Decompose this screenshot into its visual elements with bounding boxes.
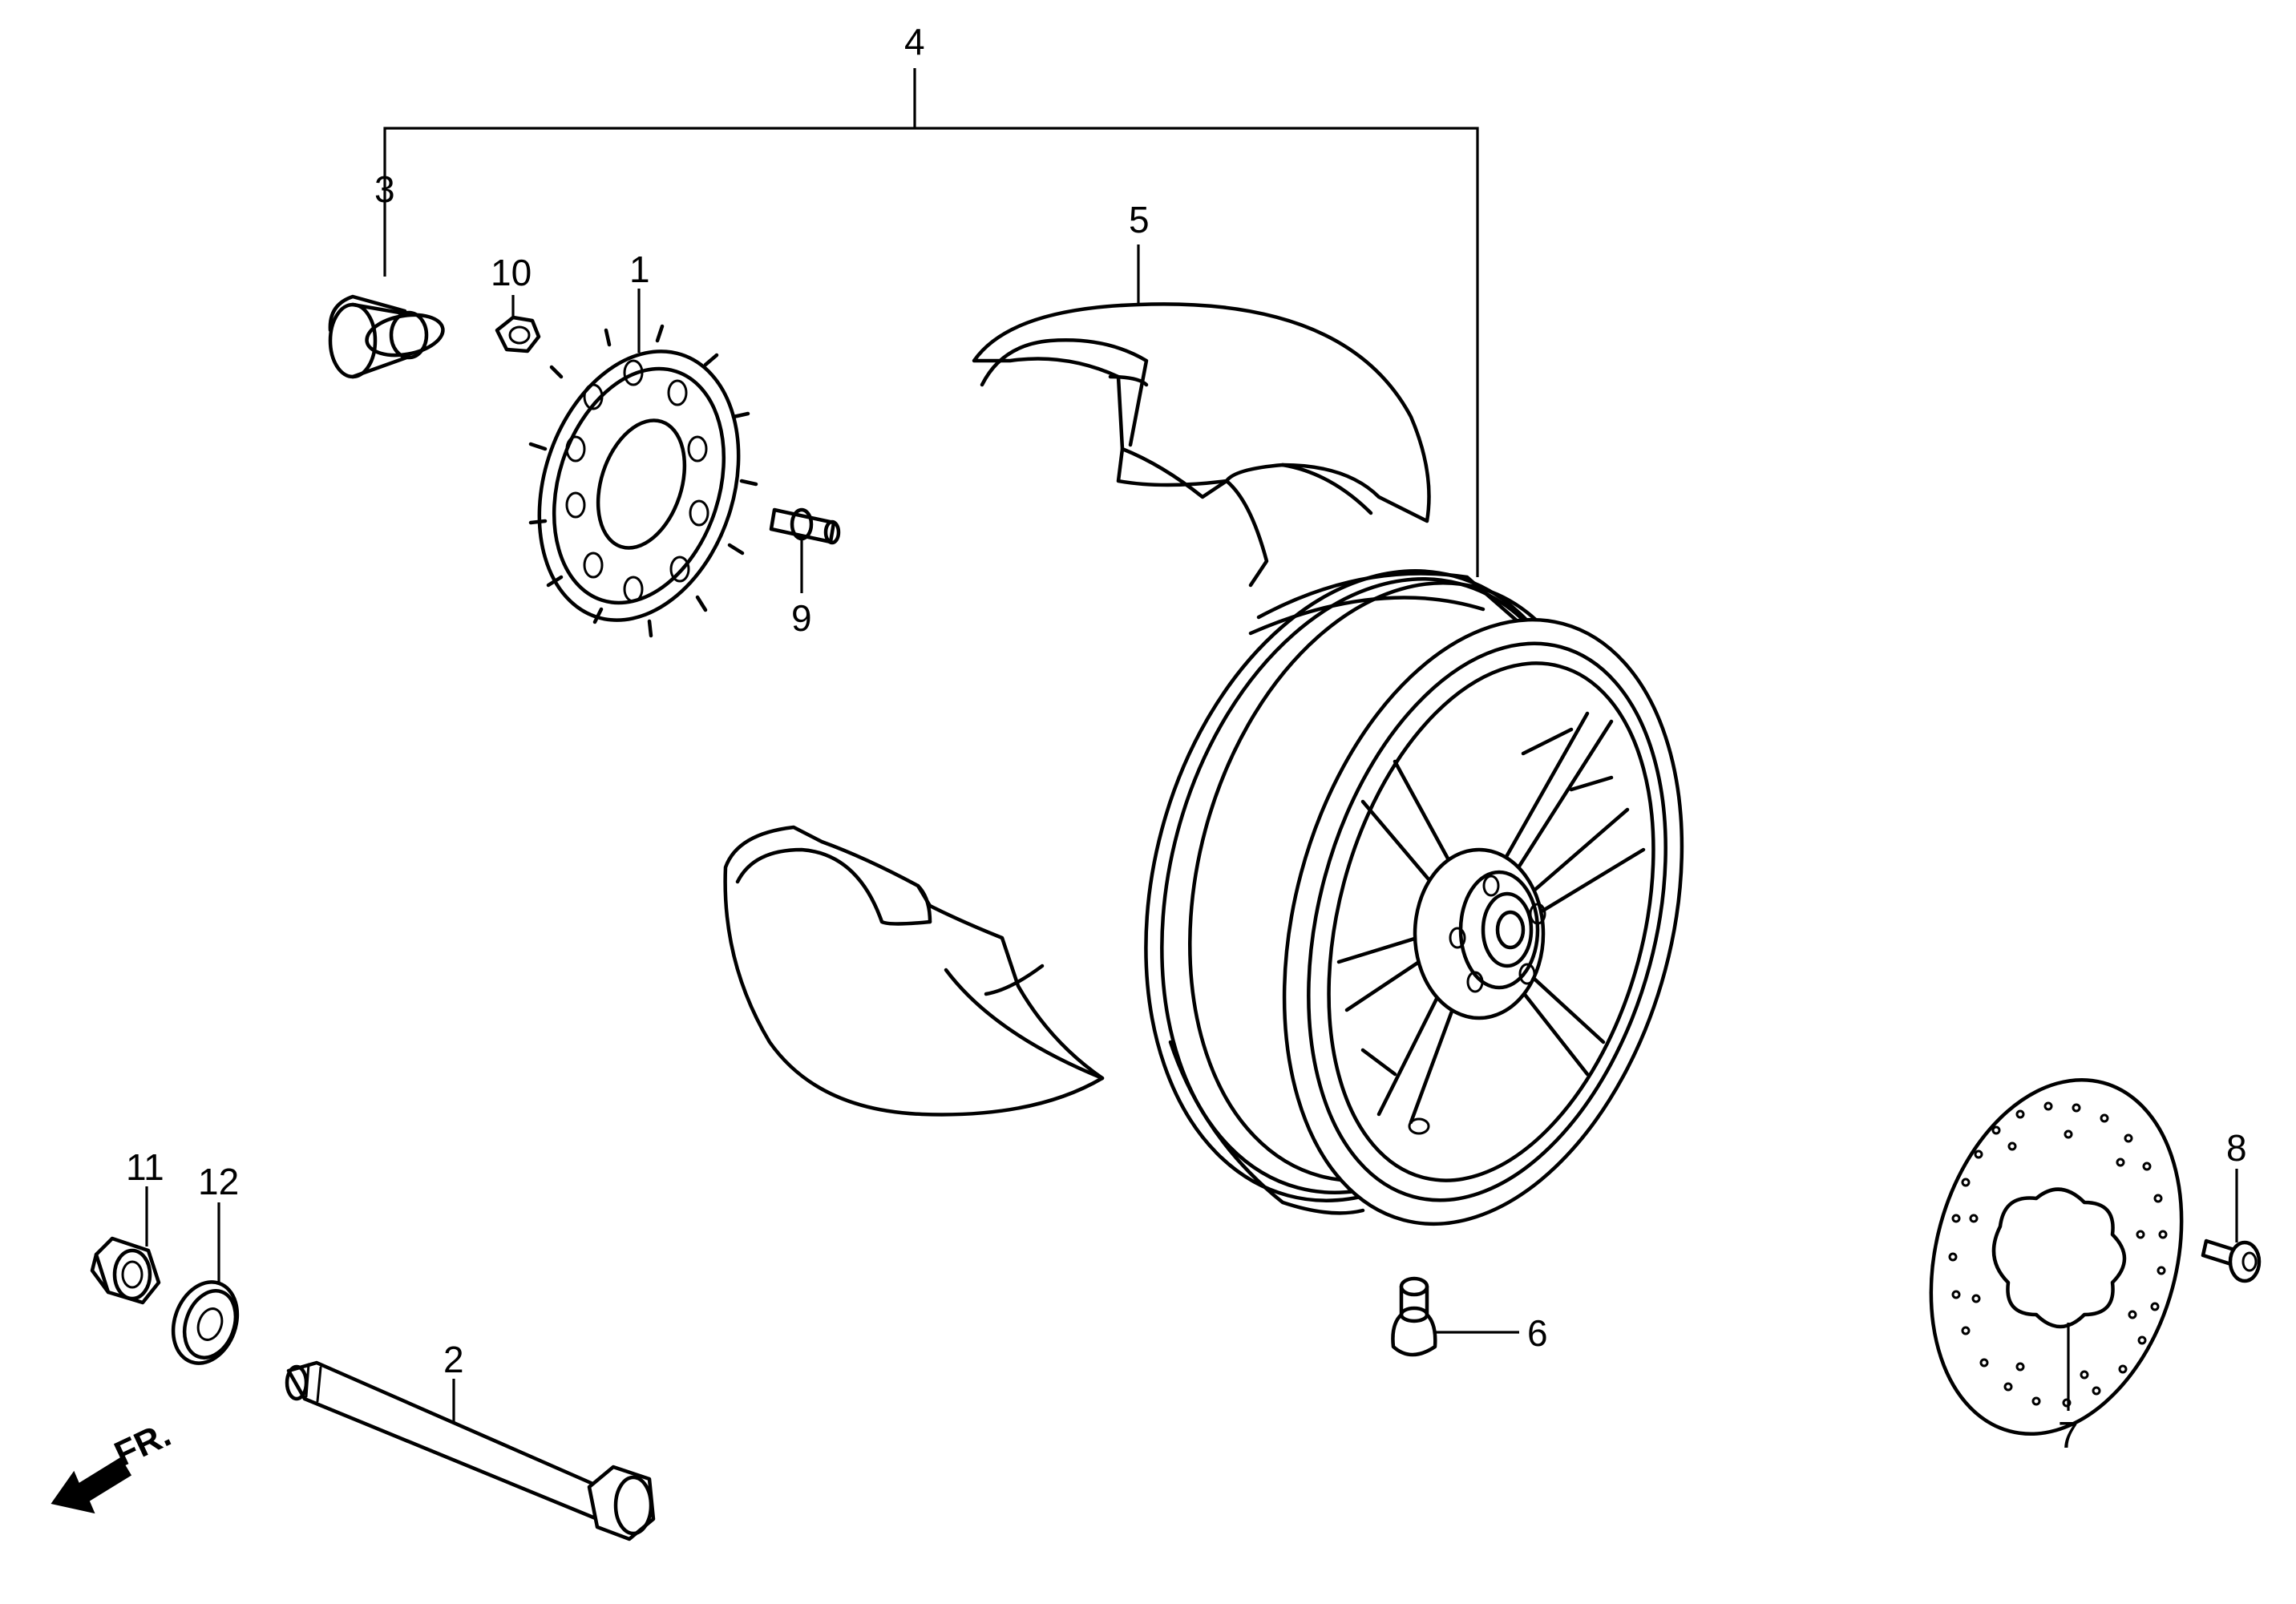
callout-1: 1 bbox=[629, 248, 650, 290]
callout-10: 10 bbox=[491, 252, 532, 293]
tire-lower-part[interactable] bbox=[723, 825, 1105, 1117]
wheel-rim-part[interactable] bbox=[1079, 520, 1745, 1269]
callout-9: 9 bbox=[791, 597, 812, 639]
callout-8: 8 bbox=[2226, 1127, 2247, 1169]
sprocket-bolt-holes bbox=[565, 359, 709, 603]
callout-7: 7 bbox=[2058, 1414, 2079, 1456]
stud-bolt-part[interactable] bbox=[769, 507, 841, 545]
callout-11: 11 bbox=[126, 1146, 164, 1188]
axle-part[interactable] bbox=[285, 1360, 656, 1541]
callout-3: 3 bbox=[374, 168, 395, 210]
nut-part-10[interactable] bbox=[495, 315, 541, 354]
callout-6: 6 bbox=[1527, 1312, 1548, 1354]
axle-nut-part[interactable] bbox=[90, 1236, 161, 1305]
sprocket-part[interactable] bbox=[507, 324, 772, 646]
callout-4: 4 bbox=[904, 21, 925, 63]
callout-5: 5 bbox=[1129, 199, 1150, 240]
disc-bolt-part[interactable] bbox=[2201, 1238, 2262, 1283]
front-direction-indicator: FR. bbox=[51, 1415, 176, 1514]
brake-disc-part[interactable] bbox=[1894, 1052, 2219, 1462]
valve-stem-part[interactable] bbox=[1391, 1276, 1437, 1357]
arrow-left-down-icon bbox=[51, 1457, 132, 1514]
callout-2: 2 bbox=[443, 1339, 464, 1380]
callout-12: 12 bbox=[198, 1161, 239, 1202]
collar-part[interactable] bbox=[328, 294, 447, 379]
tire-upper-part[interactable] bbox=[972, 302, 1431, 588]
assembly-bracket bbox=[383, 68, 1479, 577]
washer-part[interactable] bbox=[163, 1273, 249, 1372]
callout-labels: 1 2 3 4 5 6 7 8 9 10 11 12 bbox=[126, 21, 2247, 1456]
disc-vent-holes bbox=[1948, 1101, 2168, 1408]
wheel-hub bbox=[1413, 847, 1546, 1020]
